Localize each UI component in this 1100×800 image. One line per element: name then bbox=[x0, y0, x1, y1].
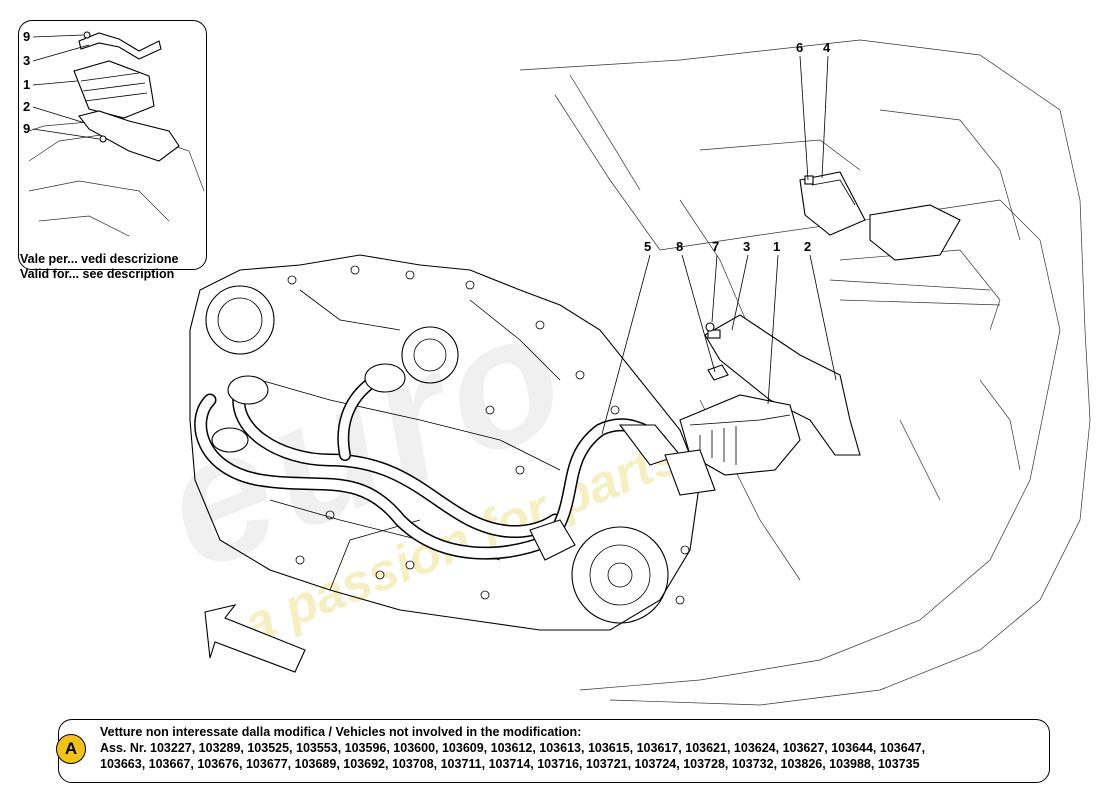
callout-3: 3 bbox=[743, 239, 750, 254]
callout-6: 6 bbox=[796, 40, 803, 55]
inset-caption-italian: Vale per... vedi descrizione bbox=[20, 252, 179, 266]
exclusion-note-text: Vetture non interessate dalla modifica /… bbox=[100, 724, 1050, 772]
callout-1: 1 bbox=[773, 239, 780, 254]
inset-callout-2: 2 bbox=[23, 99, 30, 114]
inset-callout-3: 3 bbox=[23, 53, 30, 68]
view-direction-arrow bbox=[204, 604, 306, 673]
inset-diagram: 9 3 1 2 9 bbox=[23, 29, 205, 237]
wiring-harness bbox=[194, 363, 681, 561]
note-line-1: Ass. Nr. 103227, 103289, 103525, 103553,… bbox=[100, 741, 926, 755]
exclusion-note-box bbox=[58, 719, 1050, 783]
callout-2: 2 bbox=[804, 239, 811, 254]
note-title: Vetture non interessate dalla modifica /… bbox=[100, 725, 582, 739]
callout-7: 7 bbox=[712, 239, 719, 254]
callout-8: 8 bbox=[676, 239, 683, 254]
inset-callout-1: 1 bbox=[23, 77, 30, 92]
car-body-outline bbox=[519, 39, 1091, 706]
note-badge-a: A bbox=[56, 734, 86, 764]
callout-5: 5 bbox=[644, 239, 651, 254]
inset-caption-english: Valid for... see description bbox=[20, 267, 175, 281]
inset-callout-9b: 9 bbox=[23, 121, 30, 136]
gearbox-ecu-assembly bbox=[664, 314, 861, 496]
callout-4: 4 bbox=[823, 40, 831, 55]
inset-callout-9a: 9 bbox=[23, 29, 30, 44]
upper-control-module bbox=[799, 171, 961, 261]
note-line-2: 103663, 103667, 103676, 103677, 103689, … bbox=[100, 757, 920, 771]
inset-caption: Vale per... vedi descrizione Valid for..… bbox=[20, 252, 178, 282]
housing-bolts bbox=[287, 265, 690, 605]
main-callouts: 6 4 5 8 7 3 1 2 bbox=[601, 40, 837, 435]
variant-inset: 9 3 1 2 9 bbox=[18, 20, 207, 270]
